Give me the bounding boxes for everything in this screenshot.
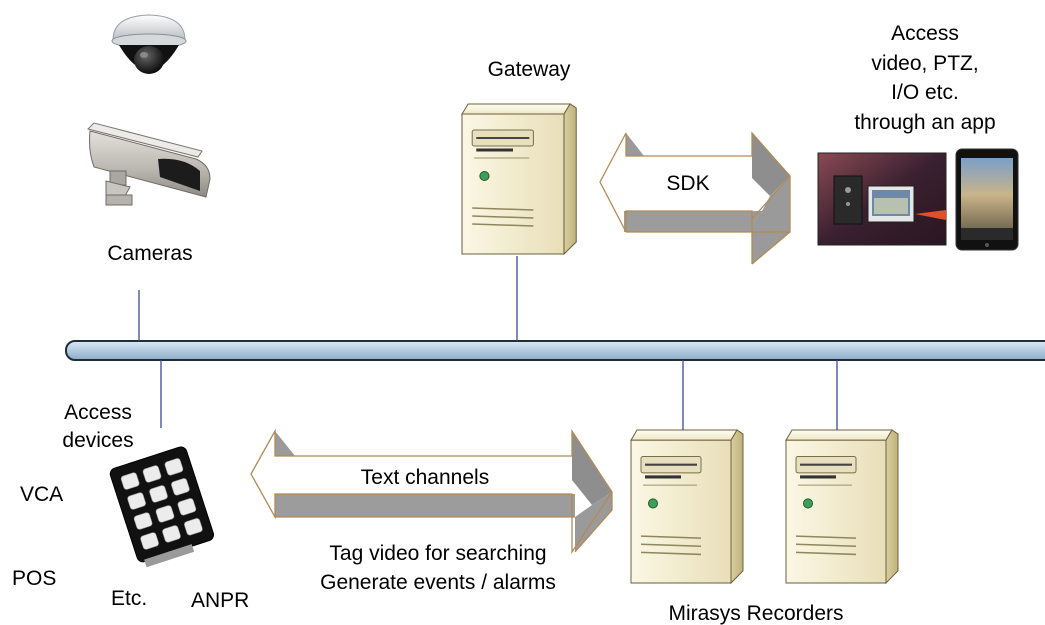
recorder-server-1-icon [629,428,745,585]
gateway-server-icon [460,102,578,256]
vca-label: VCA [20,483,63,506]
box-camera-icon [87,122,211,206]
recorder-server-2-icon [784,428,900,585]
tablet-icon [955,148,1019,251]
tag-video-label: Tag video for searching [329,542,546,565]
sdk-label: SDK [666,172,709,195]
pos-label: POS [12,567,56,590]
video-app-screen-icon [817,152,947,246]
access-devices-label-line-2: devices [62,429,133,452]
access-app-line-1: Access [891,22,959,45]
access-devices-label-line-1: Access [64,401,132,424]
text-channels-double-arrow [250,428,613,555]
recorders-label: Mirasys Recorders [668,602,843,625]
network-bus [65,340,1045,361]
sdk-double-arrow [599,131,791,265]
access-app-line-2: video, PTZ, [871,52,978,75]
access-app-line-3: I/O etc. [891,81,959,104]
text-channels-label: Text channels [361,466,489,489]
dome-camera-icon [111,14,187,74]
keypad-icon [109,446,215,568]
access-app-line-4: through an app [854,111,995,134]
access-app-description: Access video, PTZ, I/O etc. through an a… [854,22,995,134]
anpr-label: ANPR [191,589,249,612]
cameras-label: Cameras [107,242,192,265]
gateway-label: Gateway [488,58,571,81]
etc-label: Etc. [111,587,147,610]
generate-events-label: Generate events / alarms [320,571,556,594]
